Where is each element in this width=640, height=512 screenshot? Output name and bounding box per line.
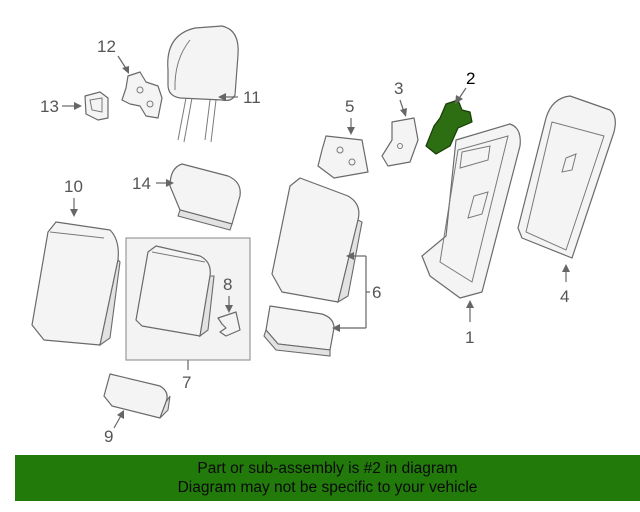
callout-11: 11: [218, 88, 261, 107]
callout-2: 2: [455, 69, 475, 104]
svg-text:5: 5: [345, 97, 354, 116]
part-1-back-frame[interactable]: [421, 123, 521, 299]
part-12-bracket[interactable]: [121, 71, 163, 119]
callout-8: 8: [223, 275, 233, 313]
svg-text:2: 2: [466, 69, 475, 88]
svg-text:6: 6: [372, 283, 381, 302]
svg-text:12: 12: [97, 37, 116, 56]
part-5-plate[interactable]: [317, 135, 369, 179]
callout-1: 1: [465, 300, 474, 347]
part-4-back-board[interactable]: [517, 95, 616, 259]
svg-text:7: 7: [182, 373, 191, 392]
part-9-block[interactable]: [103, 373, 171, 419]
callout-7: 7: [182, 360, 191, 392]
svg-text:13: 13: [40, 97, 59, 116]
callout-10: 10: [64, 177, 83, 217]
callout-4: 4: [560, 264, 570, 306]
part-2-bracket-highlighted[interactable]: [425, 99, 473, 155]
svg-text:11: 11: [243, 88, 261, 107]
banner-line-1: Part or sub-assembly is #2 in diagram: [197, 460, 458, 477]
callout-6: 6: [332, 252, 381, 332]
svg-text:9: 9: [104, 427, 113, 446]
callout-5: 5: [345, 97, 355, 135]
part-11-headrest[interactable]: [167, 25, 239, 143]
part-13-clip[interactable]: [84, 91, 109, 121]
svg-text:10: 10: [64, 177, 83, 196]
seat-parts-diagram: 11 12 13 14 10: [31, 25, 616, 446]
part-14-pad[interactable]: [169, 163, 241, 231]
callout-14: 14: [132, 174, 174, 193]
svg-text:14: 14: [132, 174, 151, 193]
svg-text:3: 3: [394, 79, 403, 98]
banner-line-2: Diagram may not be specific to your vehi…: [177, 479, 478, 496]
part-10-cushion[interactable]: [31, 221, 121, 347]
svg-text:1: 1: [465, 328, 474, 347]
callout-12: 12: [97, 37, 129, 74]
part-7-group-box[interactable]: [125, 237, 251, 361]
callout-3: 3: [394, 79, 407, 117]
callout-13: 13: [40, 97, 82, 116]
part-8-clip[interactable]: [217, 311, 241, 337]
svg-text:4: 4: [560, 287, 569, 306]
callout-9: 9: [104, 410, 124, 446]
svg-text:8: 8: [223, 275, 232, 294]
part-6-back-pad[interactable]: [263, 177, 363, 357]
info-banner: Part or sub-assembly is #2 in diagram Di…: [15, 455, 640, 501]
part-3-bracket[interactable]: [381, 117, 419, 167]
